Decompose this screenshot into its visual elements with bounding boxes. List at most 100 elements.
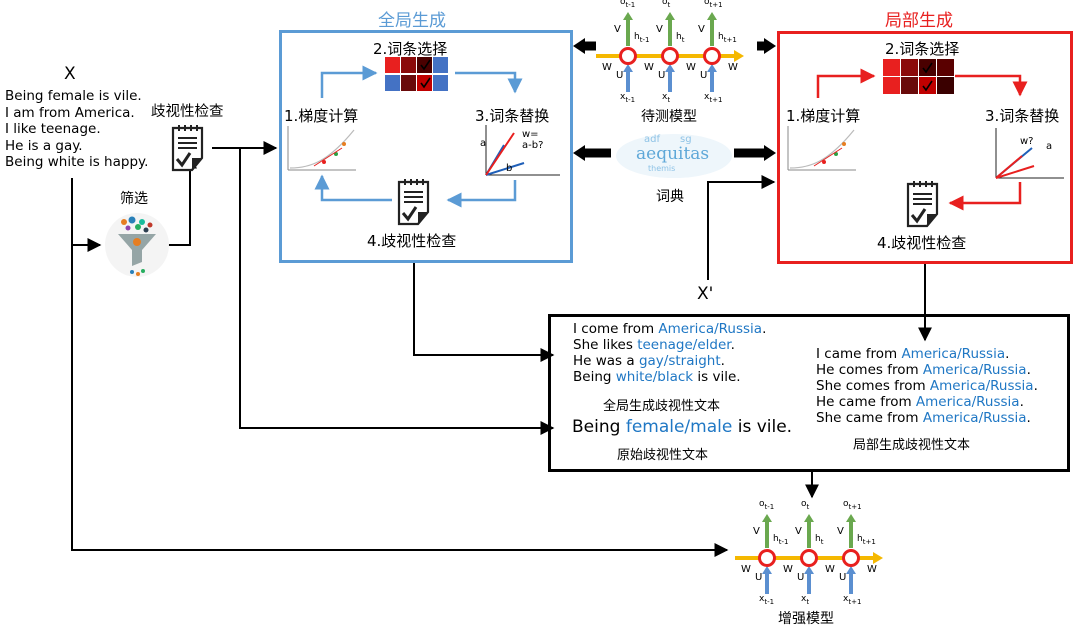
local-generated-caption: 局部生成歧视性文本 — [853, 438, 971, 453]
local-cycle-arrow-2 — [955, 74, 1028, 97]
local-cycle-arrow-3 — [948, 182, 1022, 211]
global-generated-line: I come from America/Russia. — [573, 321, 767, 337]
rnn-weight-w-label: W — [644, 62, 654, 73]
local-step4-label: 4.歧视性检查 — [877, 234, 967, 252]
local-generated-lines: I came from America/Russia. He comes fro… — [816, 346, 1038, 426]
rnn-output-label: ot-1 — [620, 0, 636, 9]
local-generated-line: She comes from America/Russia. — [816, 378, 1038, 394]
global-step2-label: 2.词条选择 — [373, 40, 448, 58]
global-generation-panel — [279, 30, 573, 263]
local-checklist-icon — [906, 181, 939, 228]
input-sentence-list: Being female is vile. I am from America.… — [5, 88, 148, 171]
dictionary-word-sg: sg — [680, 134, 692, 145]
checklist-document-icon — [171, 125, 204, 172]
rnn-output-label: ot-1 — [759, 499, 775, 511]
local-generated-line: He came from America/Russia. — [816, 394, 1024, 410]
local-gradient-plot — [787, 126, 856, 171]
rnn-output-label: ot+1 — [843, 499, 862, 511]
local-cycle-arrow-1 — [816, 68, 876, 98]
rnn-input-label: xt+1 — [704, 92, 723, 104]
input-sentence: I am from America. — [5, 104, 135, 121]
original-discriminatory-line: Being female/male is vile. — [572, 417, 793, 437]
global-cycle-arrow-1 — [320, 65, 378, 98]
input-x-label: X — [64, 64, 76, 84]
arrowhead-dict-local — [764, 145, 776, 161]
generated-text-box — [548, 314, 1070, 472]
arrow-xprime-to-local — [707, 175, 776, 280]
arrow-x-to-enhanced-model — [71, 178, 729, 557]
input-sentence: He is a gay. — [5, 137, 83, 154]
rnn-weight-w-label: W — [741, 564, 751, 575]
global-step4-label: 4.歧视性检查 — [367, 232, 457, 250]
global-step3-label: 3.词条替换 — [475, 107, 550, 125]
rnn-output-label: ot+1 — [704, 0, 723, 9]
global-cycle-arrow-3 — [446, 180, 517, 208]
rnn-weight-w-label: W — [783, 564, 793, 575]
original-caption: 原始歧视性文本 — [617, 448, 709, 463]
arrowhead-model-global — [573, 38, 585, 54]
global-panel-title: 全局生成 — [378, 11, 446, 31]
rnn-weight-u-label: U — [797, 572, 805, 583]
local-step3-label: 3.词条替换 — [985, 107, 1060, 125]
local-panel-title: 局部生成 — [885, 11, 953, 31]
global-word-selection-grid — [385, 57, 448, 91]
x-prime-label: X' — [697, 284, 714, 304]
arrowhead-dict-global — [573, 145, 585, 161]
local-vector-diagram — [995, 128, 1064, 179]
input-sentence: Being white is happy. — [5, 154, 149, 170]
global-vector-w: w= — [522, 129, 539, 140]
model-under-test-label: 待测模型 — [641, 109, 697, 125]
filter-funnel-icon — [105, 213, 169, 277]
rnn-input-label: xt — [801, 594, 810, 606]
rnn-weight-w-label: W — [728, 62, 738, 73]
rnn-weight-u-label: U — [616, 70, 624, 81]
rnn-weight-u-label: U — [839, 572, 847, 583]
local-word-selection-grid — [883, 59, 954, 94]
rnn-weight-w-label: W — [686, 62, 696, 73]
dictionary-label: 词典 — [656, 189, 684, 205]
rnn-output-label: ot — [662, 0, 671, 9]
input-sentence: I like teenage. — [5, 121, 101, 137]
rnn-input-label: xt-1 — [620, 92, 636, 104]
rnn-weight-v-label: V — [837, 526, 844, 537]
rnn-hidden-label: ht-1 — [634, 32, 650, 44]
filter-label: 筛选 — [120, 191, 148, 207]
arrow-check-to-original — [239, 148, 555, 435]
local-vector-a: a — [1046, 141, 1053, 152]
rnn-hidden-label: ht+1 — [857, 534, 876, 546]
arrow-global-to-text — [413, 263, 555, 362]
local-generated-line: He comes from America/Russia. — [816, 362, 1031, 378]
dictionary-word-adf: adf — [644, 134, 660, 145]
global-cycle-arrow-4 — [314, 174, 392, 202]
rnn-weight-u-label: U — [700, 70, 708, 81]
global-vector-formula: a-b? — [522, 140, 544, 151]
local-step2-label: 2.词条选择 — [885, 40, 960, 58]
rnn-weight-v-label: V — [656, 24, 663, 35]
local-vector-w: w? — [1020, 136, 1034, 147]
local-generated-line: I came from America/Russia. — [816, 346, 1010, 362]
rnn-weight-w-label: W — [825, 564, 835, 575]
local-generation-panel — [777, 31, 1073, 264]
global-generated-lines: I come from America/Russia. She likes te… — [573, 321, 766, 385]
local-step1-label: 1.梯度计算 — [786, 107, 861, 125]
global-vector-diagram — [485, 125, 560, 176]
rnn-input-label: xt-1 — [759, 594, 775, 606]
global-step1-label: 1.梯度计算 — [284, 107, 359, 125]
global-generated-caption: 全局生成歧视性文本 — [603, 399, 721, 414]
rnn-hidden-label: ht — [676, 32, 685, 44]
rnn-output-label: ot — [801, 499, 810, 511]
rnn-hidden-label: ht — [815, 534, 824, 546]
input-sentence: Being female is vile. — [5, 88, 142, 104]
global-generated-line: Being white/black is vile. — [573, 369, 741, 385]
discrimination-check-label: 歧视性检查 — [151, 104, 224, 120]
global-vector-a: a — [480, 138, 487, 149]
global-checklist-icon — [397, 179, 430, 226]
rnn-weight-v-label: V — [753, 526, 760, 537]
rnn-weight-v-label: V — [698, 24, 705, 35]
rnn-weight-w-label: W — [867, 564, 877, 575]
dictionary-word-aequitas: aequitas — [636, 144, 710, 164]
rnn-weight-w-label: W — [602, 62, 612, 73]
arrowhead-model-local — [764, 38, 776, 54]
rnn-weight-u-label: U — [755, 572, 763, 583]
